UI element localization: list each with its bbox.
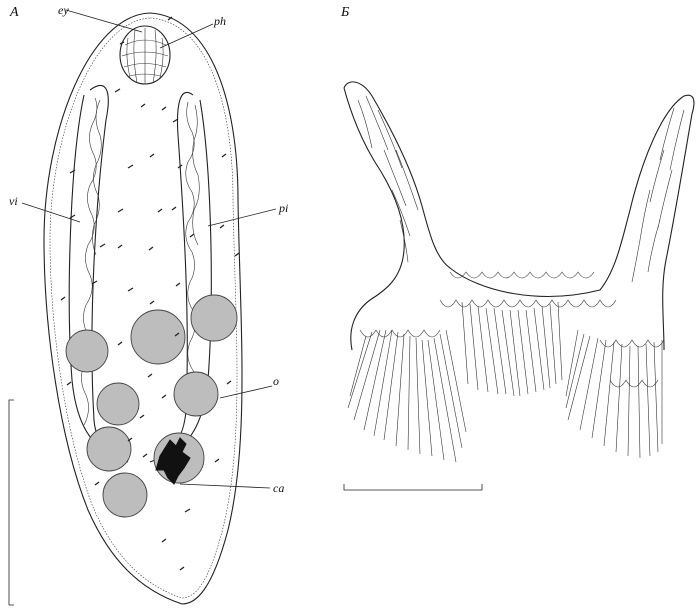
ovary	[65, 329, 109, 373]
copulatory-apparatus	[155, 437, 191, 485]
ovary	[86, 426, 132, 472]
label-ey: ey	[58, 3, 69, 17]
label-vi: vi	[9, 194, 18, 208]
body-margin	[49, 17, 238, 599]
label-ca: ca	[273, 481, 284, 495]
label-ph: ph	[213, 14, 226, 28]
leader-o	[219, 385, 273, 399]
ovary	[102, 472, 148, 518]
leader-ph	[159, 23, 214, 49]
ovary	[130, 309, 186, 365]
rhabdites	[60, 16, 240, 571]
ovary	[190, 294, 238, 342]
copulatory-organ-detail	[343, 81, 695, 463]
leader-pi	[207, 208, 277, 227]
scale-bar-b	[343, 484, 483, 491]
scale-bar-a	[8, 399, 14, 606]
panel-a-letter: A	[9, 5, 19, 20]
ovary	[96, 382, 140, 426]
body-outline	[43, 12, 243, 605]
leader-ca	[179, 483, 271, 489]
pharynx	[119, 25, 171, 85]
label-o: o	[273, 374, 279, 388]
label-pi: pi	[278, 201, 288, 215]
leader-vi	[21, 202, 81, 223]
ovary	[173, 371, 219, 417]
leader-ey	[65, 9, 143, 33]
panel-b-letter: Б	[340, 5, 349, 20]
